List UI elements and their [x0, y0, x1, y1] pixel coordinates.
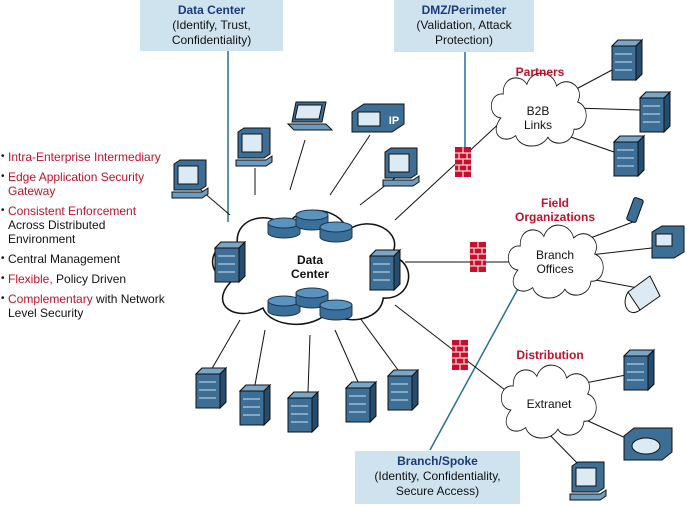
remote-pc-icon	[569, 461, 607, 501]
callout-sub: (Identity, Confidentiality,	[374, 469, 501, 483]
feature-item: Central Management	[1, 252, 172, 266]
branch-leader	[429, 284, 521, 451]
center-cloud-label: Data Center	[280, 253, 340, 281]
laptop-icon	[287, 101, 333, 131]
network-links	[194, 69, 653, 471]
cloud-line: B2B	[526, 104, 550, 118]
pc-icon	[382, 147, 420, 187]
partner-server-icon	[611, 39, 643, 81]
feature-item: Flexible, Policy Driven	[1, 272, 172, 286]
partner-tower-icon	[613, 135, 645, 177]
callout-title: DMZ/Perimeter	[421, 3, 507, 17]
feature-item: Edge Application Security Gateway	[1, 170, 172, 198]
firewall-icon	[469, 241, 487, 273]
rack-server-icon	[214, 241, 246, 283]
cloud-line: Links	[523, 118, 552, 132]
callout-sub: Protection)	[434, 33, 494, 47]
center-cloud-line: Center	[290, 267, 329, 281]
callout-sub: Confidentiality)	[171, 33, 252, 47]
b2b-cloud-label: B2B Links	[508, 104, 568, 132]
feature-highlight: Intra-Enterprise Intermediary	[8, 150, 161, 164]
cell-phone-icon	[626, 197, 644, 223]
group-line: Organizations	[514, 210, 595, 224]
feature-item: Intra-Enterprise Intermediary	[1, 150, 172, 164]
field-organizations-label: Field Organizations	[510, 196, 600, 224]
feature-list: Intra-Enterprise Intermediary Edge Appli…	[1, 150, 172, 326]
callout-sub: (Identify, Trust,	[172, 18, 251, 32]
feature-highlight: Complementary	[8, 292, 93, 306]
feature-highlight: Flexible,	[8, 272, 53, 286]
phone-ip-label: IP	[388, 115, 400, 127]
server-small-icon	[345, 381, 377, 423]
cloud-line: Extranet	[526, 397, 572, 411]
data-center-callout: Data Center (Identify, Trust, Confidenti…	[140, 0, 283, 51]
ip-phone-icon	[351, 103, 405, 133]
feature-text: with Network Level Security	[8, 292, 165, 320]
center-cloud-line: Data	[296, 253, 323, 267]
cloud-line: Branch	[535, 248, 575, 262]
storage-unit-icon	[195, 367, 227, 409]
callout-title: Branch/Spoke	[397, 454, 478, 468]
firewall-icon	[451, 339, 469, 371]
feature-item: Complementary with Network Level Securit…	[1, 292, 172, 320]
feature-highlight: Consistent Enforcement	[8, 204, 137, 218]
blade-server-icon	[387, 369, 419, 411]
callout-sub: (Validation, Attack	[416, 18, 512, 32]
wireless-router-icon	[623, 427, 673, 461]
tower-server-icon	[369, 249, 401, 291]
handheld-icon	[624, 275, 661, 314]
workstation-icon	[171, 159, 209, 199]
feature-text: Across Distributed Environment	[8, 218, 106, 246]
server-icon	[239, 384, 271, 426]
feature-item: Consistent Enforcement Across Distribute…	[1, 204, 172, 246]
feature-text: Central Management	[8, 252, 121, 266]
cloud-line: Offices	[536, 262, 574, 276]
partners-label: Partners	[515, 65, 565, 79]
feature-text: Policy Driven	[56, 272, 127, 286]
group-line: Field	[540, 196, 569, 210]
office-building-icon	[623, 349, 655, 391]
branch-cloud-label: Branch Offices	[525, 248, 585, 276]
feature-highlight: Edge Application Security Gateway	[8, 170, 145, 198]
partner-mainframe-icon	[639, 91, 671, 133]
dmz-callout: DMZ/Perimeter (Validation, Attack Protec…	[394, 0, 534, 52]
branch-callout: Branch/Spoke (Identity, Confidentiality,…	[355, 451, 520, 504]
extranet-cloud-label: Extranet	[512, 397, 586, 411]
mainframe-icon	[287, 391, 319, 433]
firewall-icon	[454, 146, 472, 178]
pda-icon	[651, 225, 685, 259]
callout-sub: Secure Access)	[395, 484, 480, 498]
monitor-icon	[235, 127, 273, 167]
distribution-label: Distribution	[516, 348, 584, 362]
callout-title: Data Center	[177, 3, 246, 17]
